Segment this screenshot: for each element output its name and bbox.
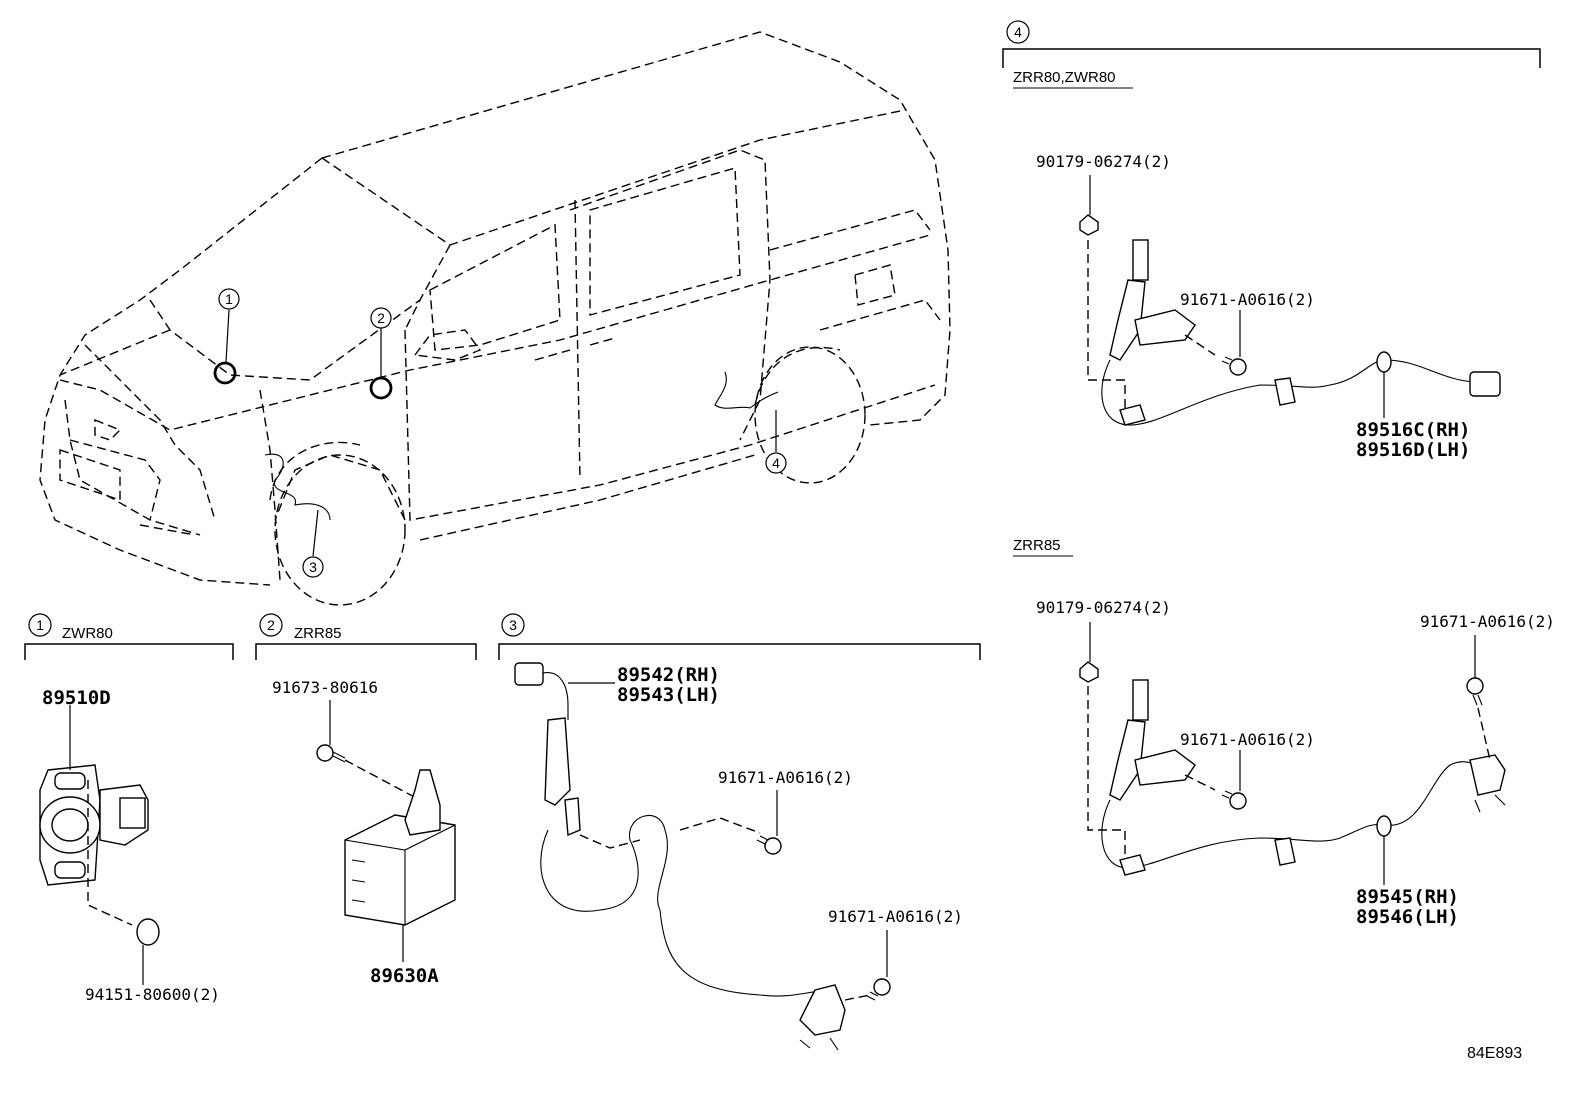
part-label-89545: 89545(RH): [1356, 886, 1459, 908]
sensor-location-1: [213, 361, 237, 385]
part-label-89516C: 89516C(RH): [1356, 419, 1470, 441]
part-label-91671-A0616-4c: 91671-A0616(2): [1420, 612, 1555, 631]
part-label-90179-06274-a: 90179-06274(2): [1036, 152, 1171, 171]
bolt-91671-4b-drawing: [1221, 790, 1247, 810]
wheel-speed-sensor-rear-b-drawing: [1101, 679, 1506, 876]
part-89630A-drawing: [344, 769, 456, 926]
callout-label: 1: [225, 291, 233, 307]
section-model: ZWR80: [62, 625, 113, 642]
sensor-location-2: [369, 376, 393, 400]
vehicle-callout-2: 2: [370, 307, 392, 329]
callout-label: 2: [377, 310, 385, 326]
section-number: 2: [267, 617, 275, 633]
part-label-91671-A0616-4b: 91671-A0616(2): [1180, 730, 1315, 749]
part-label-91671-A0616-s3a: 91671-A0616(2): [718, 768, 853, 787]
part-label-89542: 89542(RH): [617, 664, 720, 686]
vehicle-illustration: [39, 31, 951, 606]
part-label-89630A: 89630A: [370, 965, 439, 987]
vehicle-callout-1: 1: [218, 288, 240, 310]
nut-90179-a-drawing: [1079, 214, 1099, 236]
section-3: 3 89542(RH) 89543(LH) 91671-A0616(2): [498, 613, 981, 1051]
part-label-91671-A0616-s3b: 91671-A0616(2): [828, 907, 963, 926]
section-4: 4 ZRR80,ZWR80 90179-06274(2) 91671-A0616…: [1002, 20, 1555, 928]
part-label-89510D: 89510D: [42, 687, 111, 709]
bolt-91671-4a-drawing: [1221, 356, 1247, 376]
callout-label: 3: [309, 559, 317, 575]
bolt-91671-s3a-drawing: [756, 835, 782, 855]
part-label-89543: 89543(LH): [617, 684, 720, 706]
section-number: 3: [509, 617, 517, 633]
bolt-91671-s3b-drawing: [866, 978, 891, 1001]
vehicle-callout-4: 4: [765, 452, 787, 474]
nut-90179-b-drawing: [1079, 661, 1099, 683]
part-label-91671-A0616-4a: 91671-A0616(2): [1180, 290, 1315, 309]
part-94151-80600-drawing: [136, 918, 160, 946]
section-number: 1: [36, 617, 44, 633]
vehicle-callout-3: 3: [302, 556, 324, 578]
section-number: 4: [1014, 24, 1022, 40]
part-label-89516D: 89516D(LH): [1356, 439, 1470, 461]
part-label-94151-80600: 94151-80600(2): [85, 985, 220, 1004]
part-label-91673-80616: 91673-80616: [272, 678, 378, 697]
bolt-91673-drawing: [316, 744, 346, 763]
section-model-a: ZRR80,ZWR80: [1013, 69, 1116, 86]
part-label-90179-06274-b: 90179-06274(2): [1036, 598, 1171, 617]
part-89510D-drawing: [39, 764, 149, 886]
callout-label: 4: [772, 455, 780, 471]
wheel-speed-sensor-rear-a-drawing: [1101, 239, 1501, 426]
section-model: ZRR85: [294, 625, 342, 642]
section-model-b: ZRR85: [1013, 537, 1061, 554]
wheel-speed-sensor-front-drawing: [514, 662, 846, 1051]
bolt-91671-4c-drawing: [1466, 677, 1484, 706]
section-2: 2 ZRR85 91673-80616 89630A: [255, 613, 477, 987]
part-label-89546: 89546(LH): [1356, 906, 1459, 928]
diagram-reference: 84E893: [1467, 1045, 1522, 1062]
section-1: 1 ZWR80 89510D 94151-80600(2): [24, 613, 234, 1004]
